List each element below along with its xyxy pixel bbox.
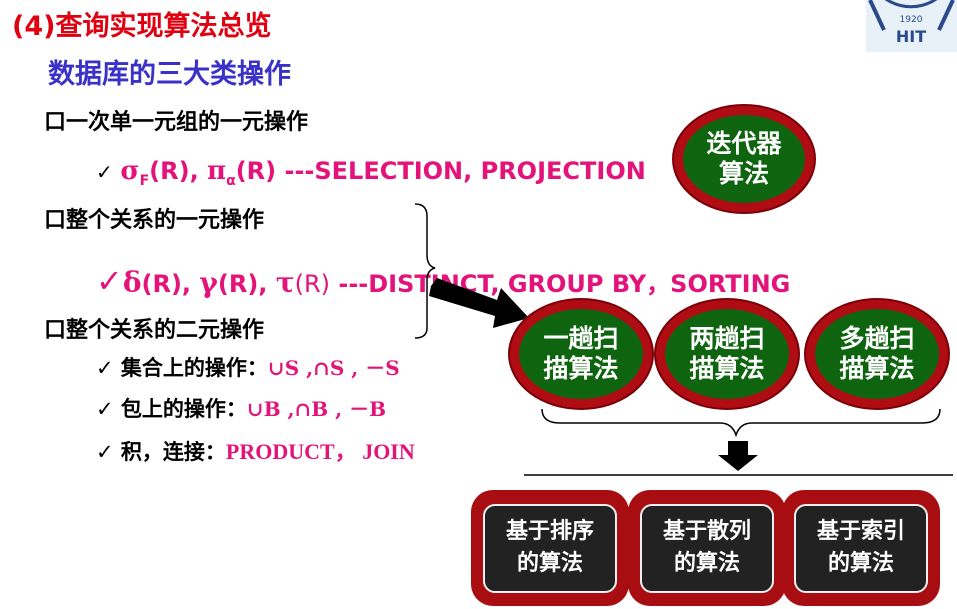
gamma-symbol: γ bbox=[199, 266, 218, 299]
section-label: 整个关系的二元操作 bbox=[66, 318, 265, 343]
separator: , bbox=[280, 397, 295, 421]
one-pass-scan-node: 一趟扫 描算法 bbox=[510, 300, 652, 408]
brace-arrow bbox=[414, 203, 529, 339]
node-label: 多趟扫 描算法 bbox=[839, 324, 915, 383]
intersect-subscript: B bbox=[311, 397, 329, 421]
arrow-down-icon bbox=[718, 441, 758, 471]
logo-text: HIT bbox=[896, 27, 926, 46]
minus-symbol: － bbox=[365, 356, 386, 380]
line-distinct-group-sort: ✓δ(R), γ(R), τ(R) ---DISTINCT, GROUP BY，… bbox=[96, 262, 790, 300]
list-item-bag-ops: ✓ 包上的操作：∪B ,∩B , －B bbox=[96, 393, 386, 423]
iterator-algorithm-node: 迭代器 算法 bbox=[674, 106, 814, 212]
right-brace-icon bbox=[414, 203, 436, 339]
union-subscript: B bbox=[263, 397, 281, 421]
pi-arg: (R) bbox=[235, 157, 277, 185]
gamma-arg: (R), bbox=[217, 270, 276, 298]
separator: , bbox=[299, 356, 314, 380]
check-icon: ✓ bbox=[96, 356, 114, 380]
lower-brace-arrow bbox=[524, 408, 953, 476]
union-symbol: ∪ bbox=[246, 397, 264, 421]
check-icon: ✓ bbox=[96, 440, 114, 464]
list-item-product-join: ✓ 积，连接：PRODUCT， JOIN bbox=[96, 434, 415, 466]
separator: , bbox=[344, 356, 366, 380]
section-label: 一次单一元组的一元操作 bbox=[66, 110, 309, 135]
index-based-algorithm-box: 基于索引 的算法 bbox=[782, 490, 940, 606]
check-icon: ✓ bbox=[96, 397, 114, 421]
list-item-label: 积，连接： bbox=[120, 440, 226, 464]
check-icon: ✓ bbox=[96, 160, 113, 184]
node-label: 迭代器 算法 bbox=[706, 129, 782, 188]
section-bullet: 口 bbox=[44, 318, 67, 343]
line1-text: ---SELECTION, PROJECTION bbox=[276, 157, 646, 185]
pi-symbol: π bbox=[207, 156, 227, 186]
page-subtitle: 数据库的三大类操作 bbox=[48, 59, 291, 90]
sigma-arg: (R), bbox=[149, 157, 208, 185]
union-subscript: S bbox=[284, 356, 300, 380]
intersect-symbol: ∩ bbox=[294, 397, 312, 421]
section-unary-relation: 口整个关系的一元操作 bbox=[44, 202, 264, 234]
node-label: 两趟扫 描算法 bbox=[689, 324, 765, 383]
hit-logo: 1920 HIT bbox=[866, 0, 957, 52]
page-title: (4)查询实现算法总览 bbox=[12, 11, 272, 42]
section-bullet: 口 bbox=[44, 110, 67, 135]
product-join-text: PRODUCT， JOIN bbox=[225, 439, 415, 464]
delta-arg: (R), bbox=[141, 270, 200, 298]
sigma-symbol: σ bbox=[120, 156, 140, 186]
section-bullet: 口 bbox=[44, 208, 67, 233]
intersect-subscript: S bbox=[329, 356, 345, 380]
separator: , bbox=[328, 397, 350, 421]
line2-text: ---DISTINCT, GROUP BY，SORTING bbox=[330, 270, 791, 298]
section-binary-relation: 口整个关系的二元操作 bbox=[44, 312, 264, 344]
minus-subscript: B bbox=[369, 397, 386, 421]
minus-symbol: － bbox=[349, 397, 370, 421]
section-label: 整个关系的一元操作 bbox=[66, 208, 265, 233]
arrow-right-icon bbox=[429, 278, 529, 328]
node-label: 一趟扫 描算法 bbox=[543, 324, 619, 383]
list-item-label: 包上的操作： bbox=[120, 397, 247, 421]
line-selection-projection: ✓ σF(R), πα(R) ---SELECTION, PROJECTION bbox=[96, 156, 646, 189]
logo-year: 1920 bbox=[900, 15, 923, 25]
tau-symbol: τ bbox=[275, 266, 295, 299]
intersect-symbol: ∩ bbox=[313, 356, 330, 380]
union-symbol: ∪ bbox=[267, 356, 285, 380]
sort-based-algorithm-box: 基于排序 的算法 bbox=[471, 490, 629, 606]
pi-subscript: α bbox=[226, 172, 236, 189]
two-pass-scan-node: 两趟扫 描算法 bbox=[656, 300, 798, 408]
tau-arg: (R) bbox=[294, 270, 331, 298]
sigma-subscript: F bbox=[139, 172, 150, 189]
minus-subscript: S bbox=[385, 356, 400, 380]
section-unary-tuple: 口一次单一元组的一元操作 bbox=[44, 104, 308, 136]
box-label: 基于索引 的算法 bbox=[816, 519, 905, 576]
list-item-set-ops: ✓ 集合上的操作：∪S ,∩S , －S bbox=[96, 352, 400, 382]
box-label: 基于排序 的算法 bbox=[505, 519, 594, 576]
delta-symbol: δ bbox=[122, 266, 142, 299]
box-label: 基于散列 的算法 bbox=[662, 519, 751, 576]
list-item-label: 集合上的操作： bbox=[120, 356, 268, 380]
check-icon: ✓ bbox=[96, 262, 123, 300]
multi-pass-scan-node: 多趟扫 描算法 bbox=[806, 300, 948, 408]
down-brace-icon bbox=[541, 408, 941, 438]
hash-based-algorithm-box: 基于散列 的算法 bbox=[628, 490, 786, 606]
